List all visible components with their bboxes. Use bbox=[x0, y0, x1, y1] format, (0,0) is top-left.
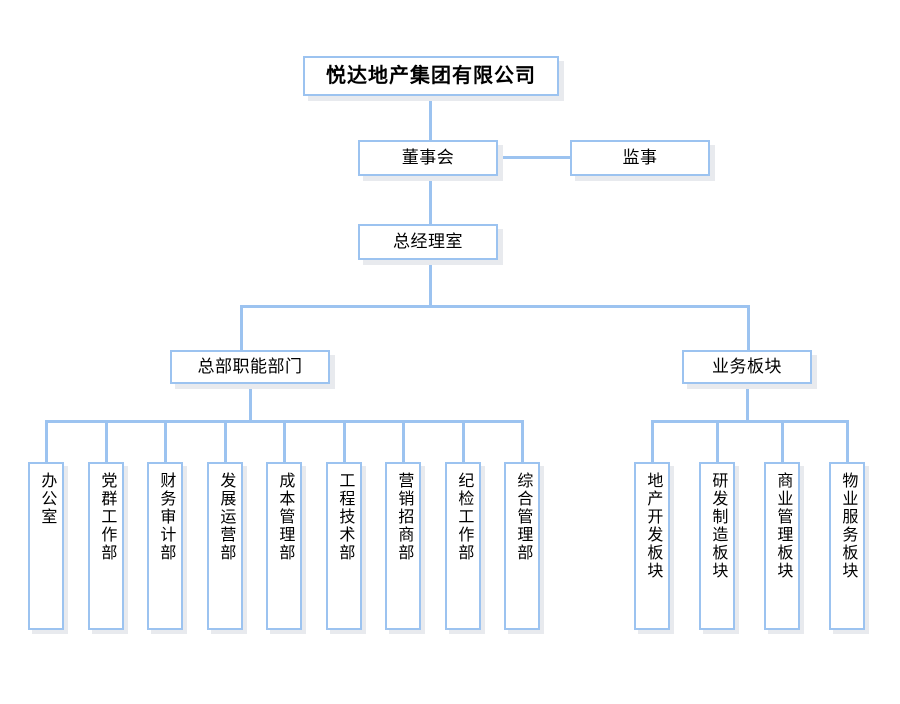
node-department[interactable]: 发展运营部 bbox=[207, 462, 243, 630]
connector-gm-to-bus bbox=[429, 258, 432, 305]
connector-biz-leaf-drop-3 bbox=[781, 420, 784, 462]
node-label: 工程技术部 bbox=[336, 472, 354, 562]
connector-hq-leaf-drop-1 bbox=[45, 420, 48, 462]
connector-biz-leaf-drop-2 bbox=[716, 420, 719, 462]
node-group-head-business-segments[interactable]: 业务板块 bbox=[682, 350, 812, 384]
connector-biz-leaf-drop-4 bbox=[846, 420, 849, 462]
connector-hq-leaf-drop-9 bbox=[521, 420, 524, 462]
connector-hq-leaf-drop-5 bbox=[283, 420, 286, 462]
node-label: 党群工作部 bbox=[98, 472, 116, 562]
node-general-manager-office[interactable]: 总经理室 bbox=[358, 224, 498, 260]
node-department[interactable]: 财务审计部 bbox=[147, 462, 183, 630]
connector-biz-to-leafbus bbox=[746, 384, 749, 421]
node-label: 综合管理部 bbox=[514, 472, 532, 562]
connector-hq-leaf-drop-8 bbox=[462, 420, 465, 462]
node-department[interactable]: 办公室 bbox=[28, 462, 64, 630]
connector-board-to-gm bbox=[429, 176, 432, 224]
node-label: 营销招商部 bbox=[395, 472, 413, 562]
node-label: 悦达地产集团有限公司 bbox=[326, 64, 536, 87]
node-label: 研发制造板块 bbox=[709, 472, 727, 580]
node-company-root[interactable]: 悦达地产集团有限公司 bbox=[303, 56, 559, 96]
node-label: 物业服务板块 bbox=[839, 472, 857, 580]
connector-hq-leaf-drop-2 bbox=[105, 420, 108, 462]
connector-hq-leaf-drop-4 bbox=[224, 420, 227, 462]
connector-board-to-supervisor bbox=[497, 156, 571, 159]
node-label: 总部职能部门 bbox=[197, 357, 303, 377]
connector-biz-leaf-drop-1 bbox=[651, 420, 654, 462]
node-label: 发展运营部 bbox=[217, 472, 235, 562]
node-label: 商业管理板块 bbox=[774, 472, 792, 580]
node-department[interactable]: 综合管理部 bbox=[504, 462, 540, 630]
node-label: 业务板块 bbox=[712, 357, 782, 377]
node-supervisor[interactable]: 监事 bbox=[570, 140, 710, 176]
node-department[interactable]: 纪检工作部 bbox=[445, 462, 481, 630]
node-label: 地产开发板块 bbox=[644, 472, 662, 580]
connector-hq-leaf-drop-7 bbox=[402, 420, 405, 462]
connector-bus-to-biz bbox=[747, 305, 750, 350]
connector-hq-leaf-drop-6 bbox=[343, 420, 346, 462]
connector-biz-leaf-bus bbox=[651, 420, 849, 423]
node-label: 办公室 bbox=[38, 472, 56, 526]
connector-bus-to-hq bbox=[240, 305, 243, 350]
node-group-head-hq-functions[interactable]: 总部职能部门 bbox=[170, 350, 330, 384]
node-label: 监事 bbox=[622, 148, 658, 168]
node-label: 总经理室 bbox=[393, 232, 463, 252]
node-business-segment[interactable]: 地产开发板块 bbox=[634, 462, 670, 630]
node-board-of-directors[interactable]: 董事会 bbox=[358, 140, 498, 176]
node-label: 董事会 bbox=[401, 148, 455, 168]
node-label: 纪检工作部 bbox=[455, 472, 473, 562]
connector-hq-to-leafbus bbox=[249, 384, 252, 421]
node-business-segment[interactable]: 商业管理板块 bbox=[764, 462, 800, 630]
node-label: 财务审计部 bbox=[157, 472, 175, 562]
node-business-segment[interactable]: 物业服务板块 bbox=[829, 462, 865, 630]
connector-hq-leaf-drop-3 bbox=[164, 420, 167, 462]
node-label: 成本管理部 bbox=[276, 472, 294, 562]
connector-main-bus bbox=[240, 305, 750, 308]
node-department[interactable]: 营销招商部 bbox=[385, 462, 421, 630]
node-department[interactable]: 党群工作部 bbox=[88, 462, 124, 630]
node-department[interactable]: 成本管理部 bbox=[266, 462, 302, 630]
connector-root-to-board bbox=[429, 96, 432, 140]
node-department[interactable]: 工程技术部 bbox=[326, 462, 362, 630]
node-business-segment[interactable]: 研发制造板块 bbox=[699, 462, 735, 630]
